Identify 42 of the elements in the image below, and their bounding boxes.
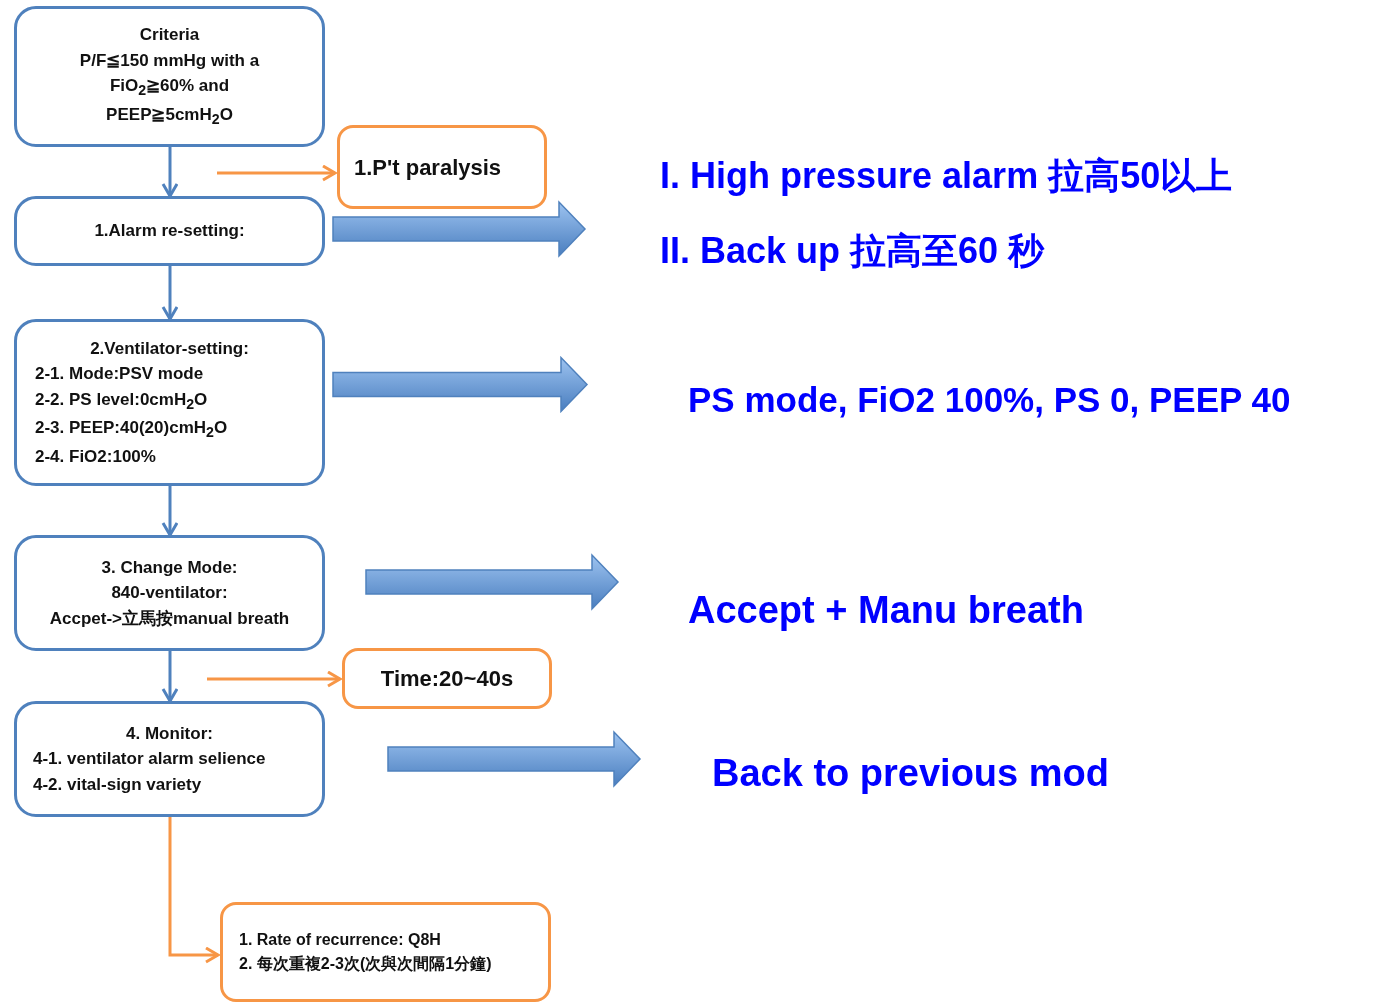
block-arrow [332,200,587,258]
box-text: Time:20~40s [379,665,515,693]
list-item: 2. 每次重複2-3次(次與次間隔1分鐘) [238,954,493,974]
process-box [14,319,325,486]
annotation-text: II. Back up 拉高至60 秒 [660,229,1046,273]
box-text: P/F≦150 mmHg with a FiO$_{2}$≧60% and PEEP≧5cmH$_{2}$O [78,49,261,130]
arrow [207,670,342,688]
process-box [14,196,325,266]
arrow [217,164,337,182]
list-item: 2-2. PS level:0cmH$_{2}$O [34,388,209,414]
note-box [220,902,551,1002]
note-box [342,648,552,709]
list-item: 4-1. ventilator alarm selience [32,748,267,771]
list-item: 2-4. FiO2:100% [34,445,157,468]
box-text: Accpet->立馬按manual breath [48,607,291,630]
box-heading: 2.Ventilator-setting: [89,337,250,360]
process-box [14,701,325,817]
arrow [161,486,179,537]
arrow [168,817,220,964]
annotation-text: Back to previous mod [712,745,1212,801]
list-item: 4-2. vital-sign variety [32,773,203,796]
annotation-text: I. High pressure alarm 拉高50以上 [660,153,1234,197]
arrow [161,147,179,198]
process-box [14,535,325,651]
list-item: 1. Rate of recurrence: Q8H [238,930,442,950]
block-arrow [387,730,642,788]
box-text: 1.P't paralysis [353,153,503,182]
annotation-text: Accept + Manu breath [688,582,1188,638]
list-item: 2-3. PEEP:40(20)cmH$_{2}$O [34,417,229,443]
process-box [14,6,325,147]
block-arrow [365,553,620,611]
box-heading: Criteria [139,24,200,47]
box-heading: 3. Change Mode: [100,556,239,579]
box-heading: 4. Monitor: [125,722,214,745]
block-arrow [332,355,589,414]
annotation-text: PS mode, FiO2 100%, PS 0, PEEP 40 [688,372,1388,428]
box-text: 1.Alarm re-setting: [93,220,246,243]
arrow [161,266,179,321]
list-item: 2-1. Mode:PSV mode [34,363,205,386]
arrow [161,651,179,703]
note-box [337,125,547,209]
box-text: 840-ventilator: [110,582,229,605]
